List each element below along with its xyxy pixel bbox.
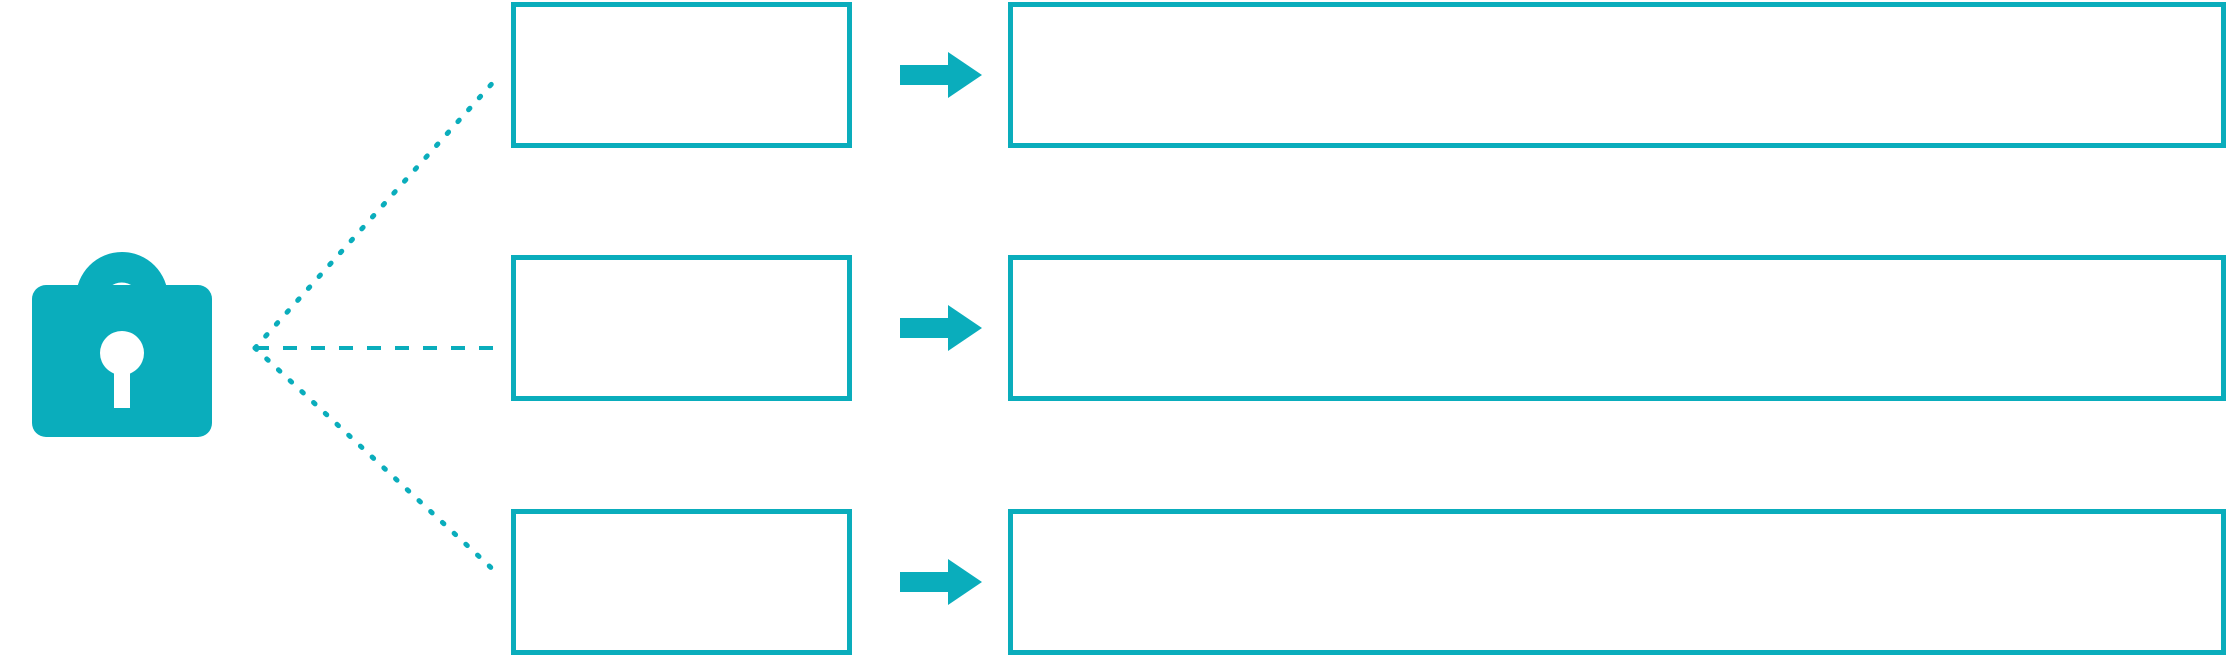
right-box-row-1-label — [1013, 7, 2221, 27]
left-box-row-1-label — [516, 7, 847, 27]
left-box-row-1[interactable] — [511, 2, 852, 148]
right-box-row-2-label — [1013, 260, 2221, 280]
right-box-row-2[interactable] — [1008, 255, 2226, 401]
diagram-row — [0, 2, 2229, 148]
diagram-row — [0, 509, 2229, 655]
lock-icon — [28, 148, 218, 448]
arrow-right-icon — [900, 305, 982, 351]
right-box-row-3[interactable] — [1008, 509, 2226, 655]
arrow-right-icon — [900, 52, 982, 98]
arrow-right-icon — [900, 559, 982, 605]
right-box-row-3-label — [1013, 514, 2221, 534]
left-box-row-3[interactable] — [511, 509, 852, 655]
left-box-row-2-label — [516, 260, 847, 280]
diagram-row — [0, 255, 2229, 401]
left-box-row-3-label — [516, 514, 847, 534]
right-box-row-1[interactable] — [1008, 2, 2226, 148]
left-box-row-2[interactable] — [511, 255, 852, 401]
